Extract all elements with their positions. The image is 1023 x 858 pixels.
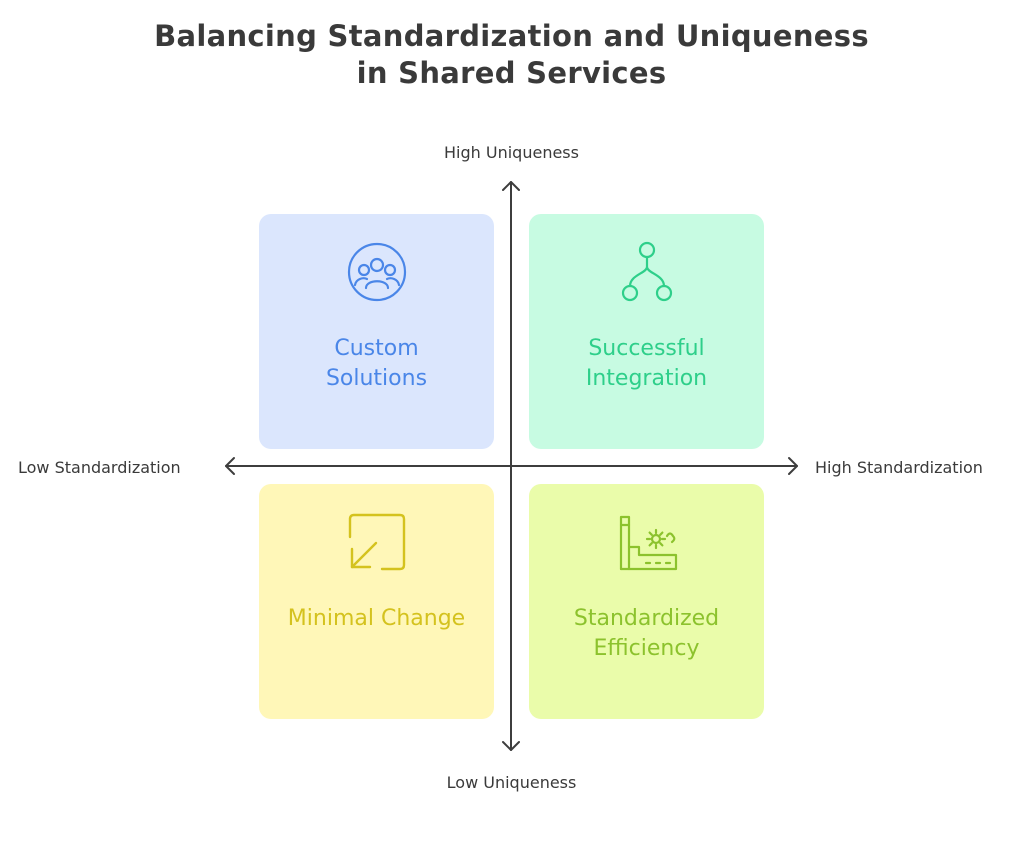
axis-label-high-uniqueness: High Uniqueness — [444, 143, 579, 162]
arrow-right-head — [788, 457, 798, 475]
quadrant-successful-integration: Successful Integration — [529, 214, 764, 449]
arrow-down-head — [502, 741, 520, 751]
arrow-up-head — [502, 181, 520, 191]
factory-gear-icon — [619, 515, 678, 571]
quadrant-label-line: Minimal Change — [287, 606, 466, 631]
quadrant-label-line: Efficiency — [593, 636, 700, 661]
quadrant-label-line: Custom — [334, 336, 419, 361]
quadrant-custom-solutions: Custom Solutions — [259, 214, 494, 449]
quadrant-label-line: Standardized — [573, 606, 720, 631]
quadrant-label-line: Solutions — [325, 366, 428, 391]
quadrant-label: Standardized Efficiency — [539, 604, 754, 664]
axis-label-low-standardization: Low Standardization — [18, 458, 181, 477]
title-line-2: in Shared Services — [356, 56, 667, 90]
quadrant-label: Successful Integration — [539, 334, 754, 394]
quadrant-label-line: Successful — [588, 336, 705, 361]
arrow-left-head — [225, 457, 235, 475]
quadrant-label: Minimal Change — [269, 604, 484, 634]
branch-nodes-icon — [621, 241, 673, 302]
arrow-down-left-square-icon — [348, 513, 406, 571]
quadrant-label: Custom Solutions — [269, 334, 484, 394]
axis-label-low-uniqueness: Low Uniqueness — [446, 773, 577, 792]
quadrant-minimal-change: Minimal Change — [259, 484, 494, 719]
diagram-title: Balancing Standardization and Uniqueness… — [0, 18, 1023, 92]
title-line-1: Balancing Standardization and Uniqueness — [154, 19, 869, 53]
users-group-icon — [347, 242, 407, 302]
axis-label-high-standardization: High Standardization — [815, 458, 983, 477]
quadrant-label-line: Integration — [585, 366, 708, 391]
quadrant-standardized-efficiency: Standardized Efficiency — [529, 484, 764, 719]
